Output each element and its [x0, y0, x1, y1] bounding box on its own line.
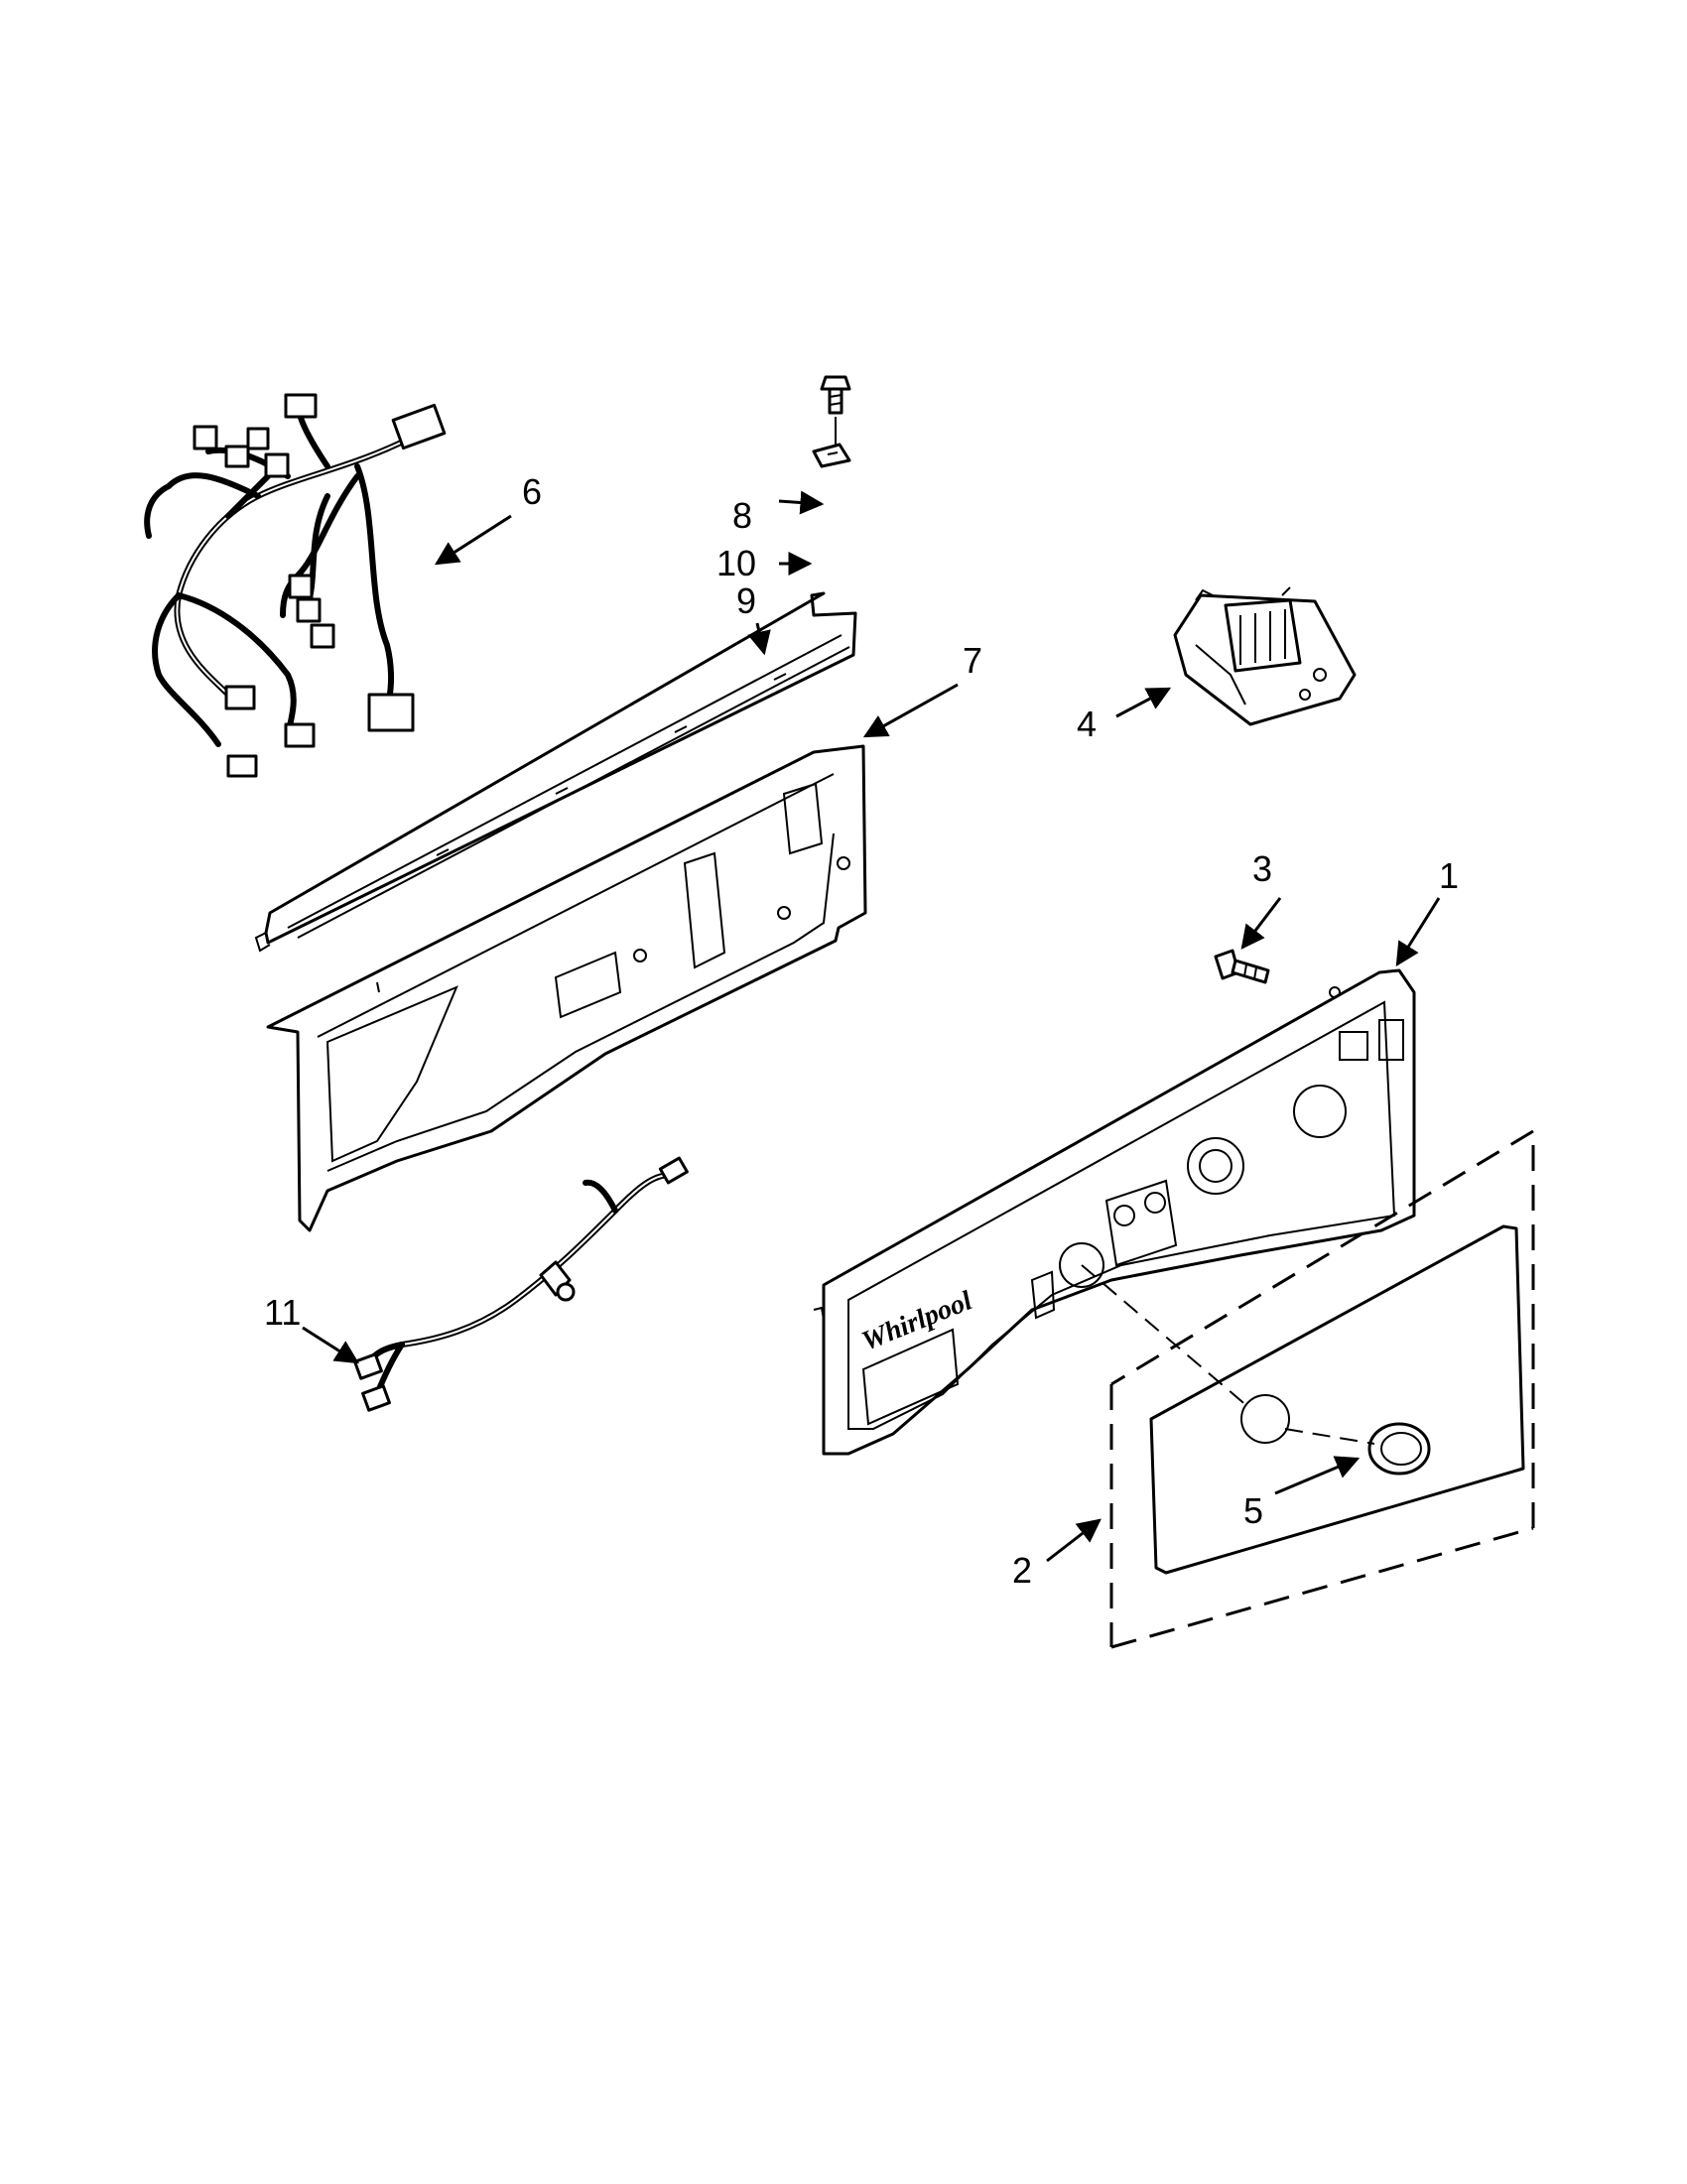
- panel-overlay-part: [1081, 1224, 1525, 1575]
- callout-arrow-3: [1240, 897, 1282, 950]
- callout-arrow-7: [862, 683, 959, 738]
- control-panel-frame-part: [266, 744, 867, 1232]
- bracket-part: [254, 591, 857, 953]
- sensor-wire-part: [353, 1156, 689, 1412]
- knob-part: [1284, 1422, 1431, 1476]
- callout-3: 3: [1252, 848, 1272, 889]
- callout-arrow-4: [1115, 687, 1172, 718]
- clip-part: [812, 443, 851, 468]
- callout-arrow-2: [1046, 1518, 1102, 1563]
- wire-harness-part: [144, 393, 447, 778]
- callout-arrow-8: [778, 490, 825, 515]
- callout-arrow-1: [1395, 897, 1441, 967]
- callout-4: 4: [1077, 704, 1097, 744]
- console-screw-part: [1214, 949, 1270, 984]
- callout-10: 10: [716, 543, 756, 583]
- control-board-part: [1173, 586, 1357, 726]
- callout-arrow-6: [434, 514, 512, 566]
- callout-arrow-9: [747, 622, 771, 656]
- callout-7: 7: [963, 640, 982, 681]
- console-panel-part: [813, 968, 1416, 1456]
- callout-11: 11: [264, 1292, 301, 1333]
- callout-9: 9: [736, 580, 756, 621]
- callout-labels: 1 2 3 4 5 6 7 8 9 10 11: [264, 471, 1459, 1591]
- panel-overlay-assembly-box: [1109, 1129, 1535, 1649]
- screw-part: [820, 375, 851, 447]
- callout-arrow-5: [1274, 1456, 1361, 1495]
- callout-5: 5: [1243, 1490, 1263, 1531]
- callout-1: 1: [1439, 855, 1459, 896]
- callout-arrow-11: [302, 1326, 360, 1364]
- callout-arrows: [302, 490, 1441, 1563]
- callout-8: 8: [732, 495, 752, 536]
- callout-2: 2: [1012, 1550, 1032, 1591]
- callout-6: 6: [522, 471, 542, 512]
